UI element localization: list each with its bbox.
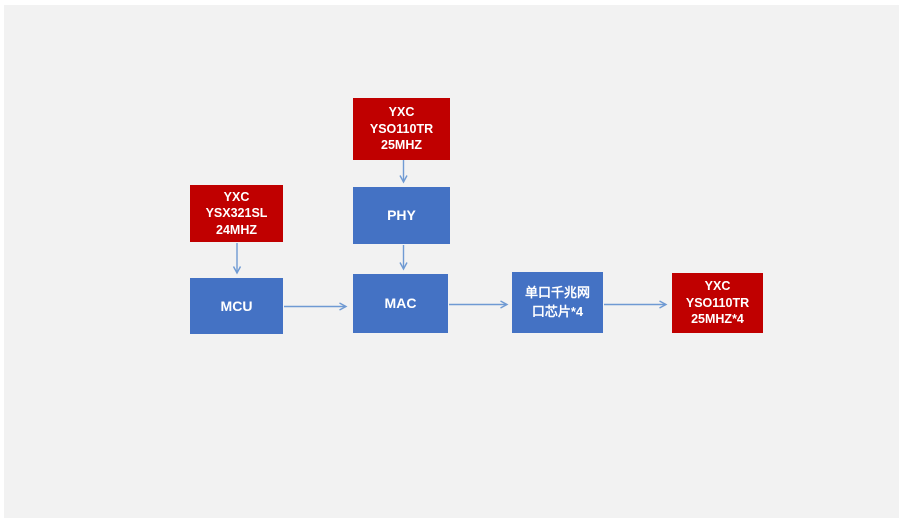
node-crystal-yso110tr-25mhz-x4: YXC YSO110TR 25MHZ*4 bbox=[672, 273, 763, 333]
node-label: YXC YSX321SL 24MHZ bbox=[205, 189, 268, 237]
node-gigabit-port-chip: 单口千兆网 口芯片*4 bbox=[512, 272, 603, 333]
node-mcu: MCU bbox=[190, 278, 283, 334]
diagram-canvas bbox=[4, 5, 899, 518]
node-mac: MAC bbox=[353, 274, 448, 333]
node-label: 单口千兆网 口芯片*4 bbox=[524, 285, 590, 319]
node-label: PHY bbox=[387, 207, 416, 224]
node-crystal-ysx321sl-24mhz: YXC YSX321SL 24MHZ bbox=[190, 185, 283, 242]
node-phy: PHY bbox=[353, 187, 450, 244]
node-crystal-yso110tr-25mhz: YXC YSO110TR 25MHZ bbox=[353, 98, 450, 160]
node-label: MCU bbox=[220, 297, 253, 314]
node-label: YXC YSO110TR 25MHZ*4 bbox=[685, 279, 750, 327]
node-label: YXC YSO110TR 25MHZ bbox=[369, 105, 434, 153]
node-label: MAC bbox=[384, 295, 417, 312]
